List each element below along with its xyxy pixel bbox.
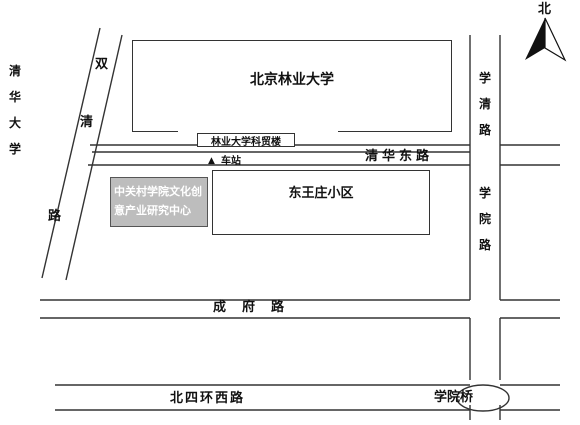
station-marker-icon: ▲	[208, 156, 215, 166]
ring-road-label: 北四环西路	[170, 391, 246, 406]
chengfu-road-label: 成府路	[213, 300, 301, 315]
dongwangzhuang-block: 东王庄小区	[212, 170, 430, 235]
science-building-block: 林业大学科贸楼	[197, 133, 295, 148]
shuangqing-road-edge-left	[41, 27, 101, 279]
xueyuan-bridge-label: 学院桥	[434, 390, 474, 405]
station-label: 车站	[221, 156, 241, 167]
north-label: 北	[538, 2, 552, 17]
north-arrow-icon	[525, 17, 567, 62]
zgc-center-block: 中关村学院文化创意产业研究中心	[110, 177, 208, 227]
xueqing-road-label: 学清路	[478, 71, 491, 137]
dongwangzhuang-label: 东王庄小区	[288, 186, 354, 201]
tsinghua-univ-label: 清华大学	[8, 64, 21, 156]
xueyuan-road-label: 学院路	[478, 186, 491, 252]
shuangqing-label-2: 清	[80, 115, 94, 130]
qinghua-east-road-label: 清华东路	[365, 149, 434, 164]
zgc-center-label: 中关村学院文化创意产业研究中心	[114, 185, 202, 217]
xueyuan-bridge-oval	[456, 384, 510, 412]
bjfu-campus-block: 北京林业大学	[132, 40, 452, 132]
shuangqing-label-3: 路	[48, 209, 62, 224]
shuangqing-label-1: 双	[95, 57, 109, 72]
shuangqing-road-edge-right	[65, 34, 123, 281]
bjfu-label: 北京林业大学	[250, 72, 334, 88]
science-building-label: 林业大学科贸楼	[211, 136, 281, 148]
